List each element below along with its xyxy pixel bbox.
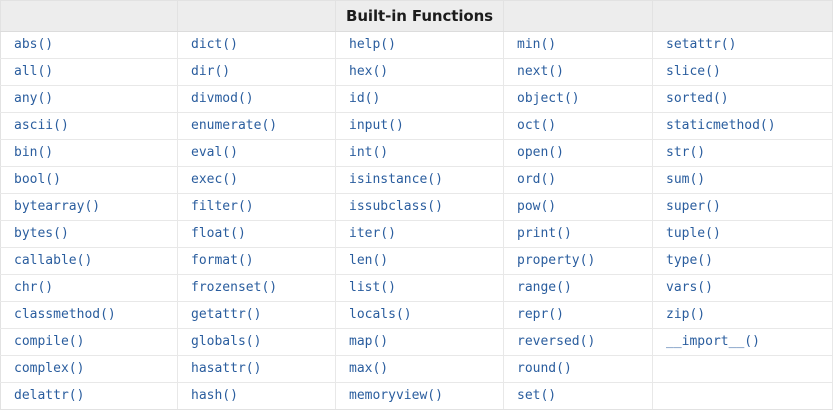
function-cell[interactable]: bytes()	[0, 220, 178, 248]
function-cell[interactable]: callable()	[0, 247, 178, 275]
function-cell[interactable]: locals()	[335, 301, 504, 329]
function-cell[interactable]: exec()	[177, 166, 336, 194]
table-title: Built-in Functions	[335, 0, 504, 32]
table-row: complex()hasattr()max()round()	[0, 355, 833, 383]
function-cell[interactable]: all()	[0, 58, 178, 86]
table-row: delattr()hash()memoryview()set()	[0, 382, 833, 410]
function-cell[interactable]: hash()	[177, 382, 336, 410]
table-row: any()divmod()id()object()sorted()	[0, 85, 833, 113]
header-cell-empty-1	[0, 0, 178, 32]
header-cell-empty-5	[652, 0, 833, 32]
function-cell[interactable]: enumerate()	[177, 112, 336, 140]
table-row: bytes()float()iter()print()tuple()	[0, 220, 833, 248]
function-cell[interactable]: id()	[335, 85, 504, 113]
function-cell[interactable]: vars()	[652, 274, 833, 302]
table-row: bool()exec()isinstance()ord()sum()	[0, 166, 833, 194]
header-cell-empty-4	[503, 0, 653, 32]
table-row: bin()eval()int()open()str()	[0, 139, 833, 167]
function-cell[interactable]: sorted()	[652, 85, 833, 113]
table-row: ascii()enumerate()input()oct()staticmeth…	[0, 112, 833, 140]
function-cell[interactable]: setattr()	[652, 31, 833, 59]
function-cell[interactable]: getattr()	[177, 301, 336, 329]
function-cell[interactable]: ascii()	[0, 112, 178, 140]
function-cell[interactable]: bool()	[0, 166, 178, 194]
function-cell[interactable]: slice()	[652, 58, 833, 86]
function-cell[interactable]: format()	[177, 247, 336, 275]
function-cell[interactable]: hasattr()	[177, 355, 336, 383]
table-row: callable()format()len()property()type()	[0, 247, 833, 275]
function-cell[interactable]: range()	[503, 274, 653, 302]
function-cell[interactable]: dir()	[177, 58, 336, 86]
function-cell[interactable]: filter()	[177, 193, 336, 221]
function-cell[interactable]: property()	[503, 247, 653, 275]
table-row: abs()dict()help()min()setattr()	[0, 31, 833, 59]
function-cell[interactable]: classmethod()	[0, 301, 178, 329]
function-cell[interactable]: staticmethod()	[652, 112, 833, 140]
function-cell[interactable]: int()	[335, 139, 504, 167]
function-cell[interactable]: delattr()	[0, 382, 178, 410]
function-cell[interactable]: open()	[503, 139, 653, 167]
function-cell[interactable]: dict()	[177, 31, 336, 59]
function-cell[interactable]: zip()	[652, 301, 833, 329]
empty-cell	[652, 355, 833, 383]
table-row: bytearray()filter()issubclass()pow()supe…	[0, 193, 833, 221]
function-cell[interactable]: hex()	[335, 58, 504, 86]
function-cell[interactable]: any()	[0, 85, 178, 113]
function-cell[interactable]: repr()	[503, 301, 653, 329]
function-cell[interactable]: next()	[503, 58, 653, 86]
function-cell[interactable]: float()	[177, 220, 336, 248]
function-cell[interactable]: bytearray()	[0, 193, 178, 221]
function-cell[interactable]: reversed()	[503, 328, 653, 356]
function-cell[interactable]: tuple()	[652, 220, 833, 248]
function-cell[interactable]: min()	[503, 31, 653, 59]
table-body: abs()dict()help()min()setattr()all()dir(…	[0, 31, 833, 410]
function-cell[interactable]: object()	[503, 85, 653, 113]
empty-cell	[652, 382, 833, 410]
function-cell[interactable]: input()	[335, 112, 504, 140]
function-cell[interactable]: abs()	[0, 31, 178, 59]
function-cell[interactable]: ord()	[503, 166, 653, 194]
header-cell-empty-2	[177, 0, 336, 32]
function-cell[interactable]: super()	[652, 193, 833, 221]
function-cell[interactable]: set()	[503, 382, 653, 410]
header-row: Built-in Functions	[0, 0, 833, 32]
function-cell[interactable]: issubclass()	[335, 193, 504, 221]
function-cell[interactable]: iter()	[335, 220, 504, 248]
function-cell[interactable]: help()	[335, 31, 504, 59]
table-row: all()dir()hex()next()slice()	[0, 58, 833, 86]
function-cell[interactable]: oct()	[503, 112, 653, 140]
function-cell[interactable]: round()	[503, 355, 653, 383]
function-cell[interactable]: chr()	[0, 274, 178, 302]
table-row: compile()globals()map()reversed()__impor…	[0, 328, 833, 356]
function-cell[interactable]: bin()	[0, 139, 178, 167]
function-cell[interactable]: str()	[652, 139, 833, 167]
function-cell[interactable]: eval()	[177, 139, 336, 167]
table-header: Built-in Functions	[0, 0, 833, 32]
function-cell[interactable]: isinstance()	[335, 166, 504, 194]
table-row: chr()frozenset()list()range()vars()	[0, 274, 833, 302]
function-cell[interactable]: __import__()	[652, 328, 833, 356]
function-cell[interactable]: memoryview()	[335, 382, 504, 410]
function-cell[interactable]: compile()	[0, 328, 178, 356]
function-cell[interactable]: list()	[335, 274, 504, 302]
function-cell[interactable]: frozenset()	[177, 274, 336, 302]
function-cell[interactable]: print()	[503, 220, 653, 248]
function-cell[interactable]: divmod()	[177, 85, 336, 113]
function-cell[interactable]: max()	[335, 355, 504, 383]
function-cell[interactable]: len()	[335, 247, 504, 275]
function-cell[interactable]: sum()	[652, 166, 833, 194]
function-cell[interactable]: map()	[335, 328, 504, 356]
function-cell[interactable]: globals()	[177, 328, 336, 356]
function-cell[interactable]: complex()	[0, 355, 178, 383]
function-cell[interactable]: pow()	[503, 193, 653, 221]
table-row: classmethod()getattr()locals()repr()zip(…	[0, 301, 833, 329]
function-cell[interactable]: type()	[652, 247, 833, 275]
